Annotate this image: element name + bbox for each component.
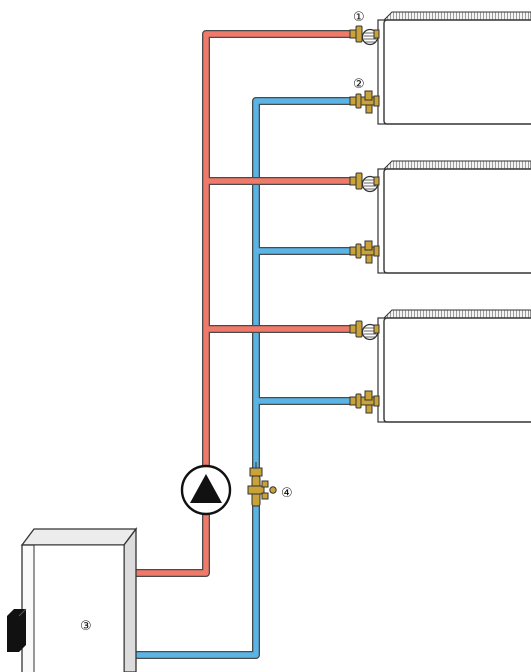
radiator-middle: [377, 160, 531, 274]
callout-3-label: ③: [80, 619, 92, 634]
callout-2-label: ②: [353, 77, 365, 92]
boiler-icon: [7, 527, 138, 672]
thermostatic-valve-icon: [349, 172, 380, 193]
circulation-pump-icon: [180, 464, 232, 516]
thermostatic-valve-icon: [349, 25, 380, 46]
lockshield-valve-icon: [349, 90, 380, 114]
thermostatic-valve-icon: [349, 320, 380, 341]
radiator-top: [377, 11, 531, 125]
lockshield-valve-icon: [349, 240, 380, 264]
return-pipes: [136, 97, 354, 659]
callout-1-label: ①: [353, 10, 365, 25]
callout-4-label: ④: [281, 486, 293, 501]
balancing-valve-icon: [247, 462, 277, 507]
supply-pipes: [136, 30, 354, 577]
lockshield-valve-icon: [349, 390, 380, 414]
radiator-bottom: [377, 309, 531, 423]
